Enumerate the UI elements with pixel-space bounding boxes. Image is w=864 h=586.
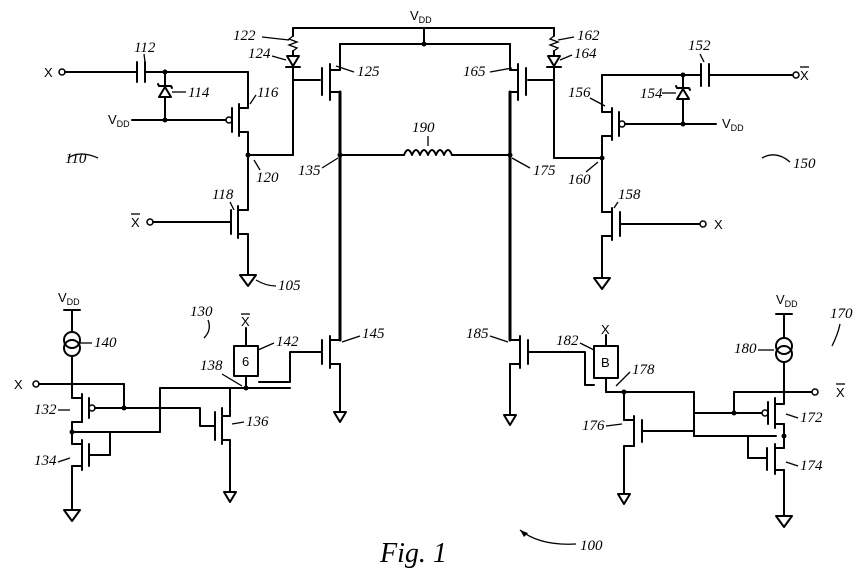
svg-text:116: 116 (257, 85, 279, 101)
diode-164-icon (548, 56, 560, 66)
svg-text:118: 118 (212, 187, 234, 203)
xbar-142-label: X (241, 314, 250, 329)
left-input-stage: VDD (59, 62, 262, 286)
zener-114-icon (159, 87, 171, 97)
svg-text:174: 174 (800, 458, 823, 474)
svg-text:120: 120 (256, 170, 279, 186)
svg-text:114: 114 (188, 85, 210, 101)
ref-130: 130 (190, 304, 213, 320)
inductor-190 (338, 150, 513, 158)
ground-105-icon (240, 275, 256, 286)
svg-text:178: 178 (632, 362, 655, 378)
svg-text:162: 162 (577, 28, 600, 44)
ref-100: 100 (580, 538, 603, 554)
vdd-left-label: VDD (108, 112, 130, 129)
xbar-output-bottom-right: X (836, 385, 845, 400)
svg-text:125: 125 (357, 64, 380, 80)
xbar-output-top-right: X (800, 68, 809, 83)
vdd-right-label: VDD (722, 116, 744, 133)
top-vdd-rail: VDD (293, 8, 554, 47)
transistor-185 (504, 336, 590, 425)
x-182-label: X (601, 322, 610, 337)
svg-text:112: 112 (134, 40, 156, 56)
svg-text:172: 172 (800, 410, 823, 426)
vdd-140-label: VDD (58, 290, 80, 307)
x-input-bottom-left: X (14, 377, 23, 392)
svg-text:134: 134 (34, 453, 57, 469)
x-input-158: X (714, 217, 723, 232)
svg-text:132: 132 (34, 402, 57, 418)
signal-labels: X X X X X X (14, 65, 845, 400)
svg-text:140: 140 (94, 335, 117, 351)
diode-124-icon (287, 56, 299, 66)
svg-text:165: 165 (463, 64, 486, 80)
svg-text:105: 105 (278, 278, 301, 294)
svg-text:185: 185 (466, 326, 489, 342)
ref-150: 150 (793, 156, 816, 172)
svg-text:152: 152 (688, 38, 711, 54)
transistor-145 (259, 336, 346, 422)
ref-170: 170 (830, 306, 853, 322)
svg-text:175: 175 (533, 163, 556, 179)
inductor-icon (404, 150, 452, 155)
vdd-180-label: VDD (776, 292, 798, 309)
svg-text:156: 156 (568, 85, 591, 101)
svg-text:176: 176 (582, 418, 605, 434)
zener-154-icon (677, 89, 689, 99)
svg-text:160: 160 (568, 172, 591, 188)
right-input-stage: VDD (594, 64, 799, 289)
svg-text:182: 182 (556, 333, 579, 349)
left-bias-circuit: 6 X VDD (33, 290, 290, 521)
svg-text:124: 124 (248, 46, 271, 62)
svg-text:145: 145 (362, 326, 385, 342)
transistor-165 (510, 44, 554, 340)
svg-text:142: 142 (276, 334, 299, 350)
x-input-top-left: X (44, 65, 53, 80)
svg-text:158: 158 (618, 187, 641, 203)
ref-110: 110 (65, 151, 87, 167)
svg-text:136: 136 (246, 414, 269, 430)
right-bias-circuit: B X VDD (590, 292, 818, 527)
vdd-top-label: VDD (410, 8, 432, 25)
svg-text:154: 154 (640, 86, 663, 102)
transistor-125 (293, 44, 340, 340)
svg-text:164: 164 (574, 46, 597, 62)
figure-title: Fig. 1 (379, 538, 447, 569)
svg-text:138: 138 (200, 358, 223, 374)
svg-text:6: 6 (242, 354, 249, 369)
figure-caption: Fig. 1 100 (379, 530, 603, 569)
svg-text:135: 135 (298, 163, 321, 179)
svg-text:180: 180 (734, 341, 757, 357)
svg-text:122: 122 (233, 28, 256, 44)
xbar-input-118: X (131, 215, 140, 230)
svg-text:190: 190 (412, 120, 435, 136)
svg-text:B: B (601, 355, 610, 370)
